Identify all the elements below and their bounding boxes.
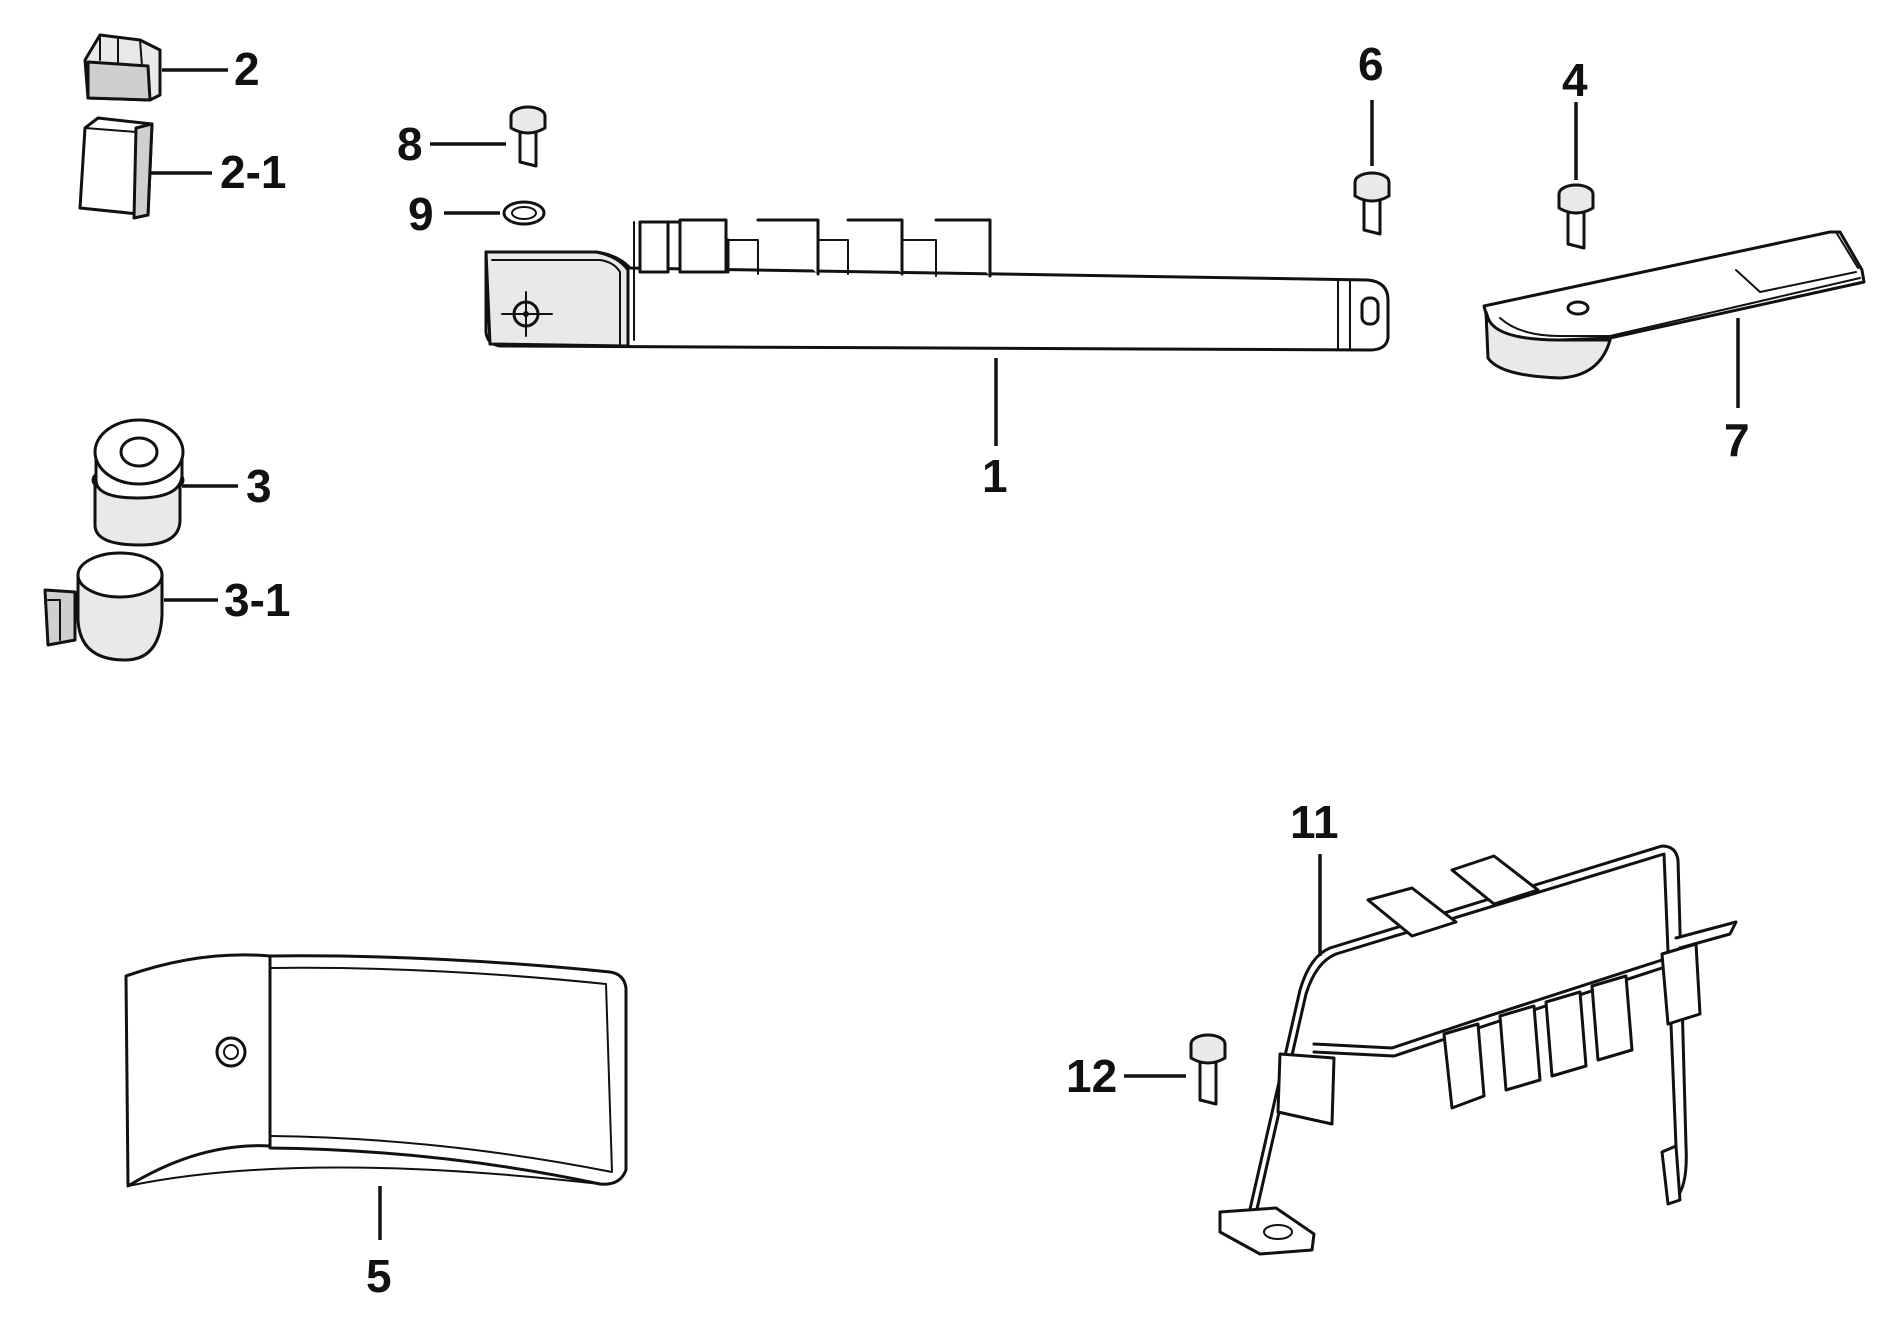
callout-6: 6 bbox=[1358, 38, 1384, 90]
callout-11: 11 bbox=[1290, 796, 1339, 848]
part-9-washer bbox=[502, 200, 546, 226]
part-3-1-clamp bbox=[43, 551, 164, 662]
part-12-screw bbox=[1189, 1033, 1227, 1106]
callout-2-1: 2-1 bbox=[220, 146, 286, 198]
part-5-curved-cover bbox=[124, 953, 628, 1188]
part-6-screw bbox=[1353, 171, 1391, 236]
callout-1: 1 bbox=[982, 450, 1008, 502]
part-1-bracket bbox=[484, 218, 1390, 352]
callout-12: 12 bbox=[1066, 1050, 1117, 1102]
part-3-bushing bbox=[91, 418, 185, 547]
callout-4: 4 bbox=[1562, 54, 1588, 106]
part-4-screw bbox=[1557, 183, 1595, 250]
part-2-1-block bbox=[78, 116, 154, 220]
callout-5: 5 bbox=[366, 1250, 392, 1302]
callout-9: 9 bbox=[408, 188, 434, 240]
callout-3: 3 bbox=[246, 460, 272, 512]
callout-3-1: 3-1 bbox=[224, 574, 290, 626]
part-11-wire-frame bbox=[1218, 844, 1738, 1256]
callout-7: 7 bbox=[1724, 414, 1750, 466]
callout-2: 2 bbox=[234, 43, 260, 95]
part-2-clip bbox=[83, 33, 162, 102]
part-8-screw bbox=[509, 105, 547, 168]
callout-8: 8 bbox=[397, 118, 423, 170]
part-7-arm-cover bbox=[1482, 230, 1866, 380]
